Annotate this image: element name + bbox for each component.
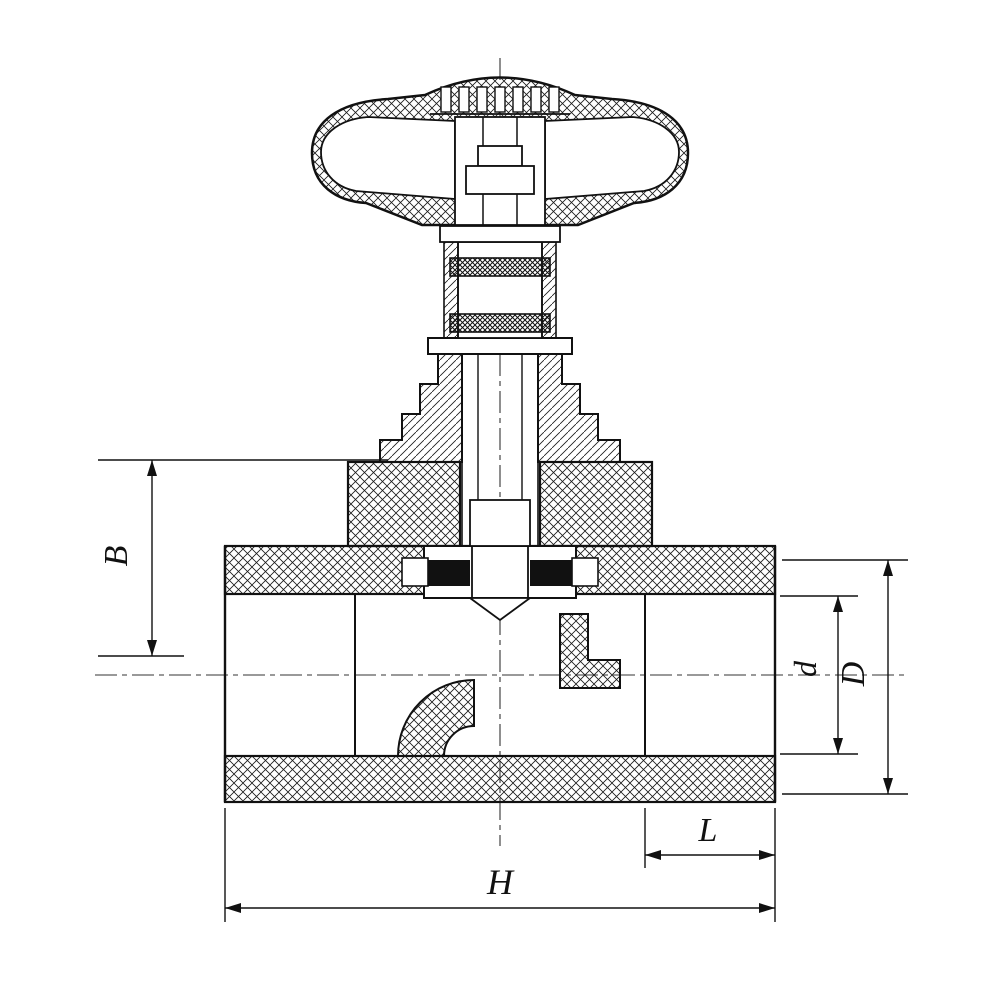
stem-nut xyxy=(465,165,535,195)
grip-ridge xyxy=(476,86,488,113)
seal-ring-right xyxy=(530,560,572,586)
dim-arrow xyxy=(833,596,843,612)
packing-gland xyxy=(427,225,573,355)
dimension-D-label: D xyxy=(835,661,872,687)
dim-arrow xyxy=(147,640,157,656)
partition-bend xyxy=(396,678,475,757)
dim-arrow xyxy=(883,778,893,794)
grip-ridge xyxy=(440,86,452,113)
grip-ridge xyxy=(548,86,560,113)
dome-right-block xyxy=(538,460,654,548)
seat-lip-left xyxy=(401,557,429,587)
dimension-H: H xyxy=(224,808,776,922)
dimension-H-label: H xyxy=(486,862,515,902)
dimension-L: L xyxy=(644,808,775,868)
dimension-D: D xyxy=(782,559,908,795)
grip-ridge xyxy=(512,86,524,113)
grip-ridge xyxy=(530,86,542,113)
dim-arrow xyxy=(883,560,893,576)
packing-ring-lower xyxy=(449,313,551,333)
gland-top-plate xyxy=(439,225,561,243)
packing-ring-upper xyxy=(449,257,551,277)
handwheel-left-panel xyxy=(320,116,456,200)
seat-disc-assembly xyxy=(401,545,599,622)
dimension-b-label: B xyxy=(98,545,135,566)
dim-arrow xyxy=(147,460,157,476)
stem-collar xyxy=(477,145,523,167)
seat-lip-right xyxy=(571,557,599,587)
handwheel xyxy=(310,76,690,227)
bonnet-flange xyxy=(427,337,573,355)
dome-left-block xyxy=(346,460,462,548)
dim-arrow xyxy=(759,903,775,913)
bonnet-neck xyxy=(379,353,621,547)
spindle-tip xyxy=(469,499,531,547)
dim-arrow xyxy=(833,738,843,754)
dim-arrow xyxy=(225,903,241,913)
neck-right-section xyxy=(537,353,621,463)
body-bottom-wall xyxy=(223,754,777,804)
partition-hook xyxy=(559,613,621,689)
dim-arrow xyxy=(645,850,661,860)
dim-arrow xyxy=(759,850,775,860)
dimension-d: d xyxy=(780,595,858,755)
flow-partition xyxy=(396,613,621,757)
dimension-d-label: d xyxy=(787,660,823,677)
neck-left-section xyxy=(379,353,463,463)
handwheel-right-panel xyxy=(544,116,680,200)
dimension-B: B xyxy=(98,459,388,657)
disc-cone-tip xyxy=(467,597,533,622)
grip-ridge xyxy=(458,86,470,113)
dimension-L-label: L xyxy=(698,812,718,849)
grip-ridge xyxy=(494,86,506,113)
seal-ring-left xyxy=(428,560,470,586)
